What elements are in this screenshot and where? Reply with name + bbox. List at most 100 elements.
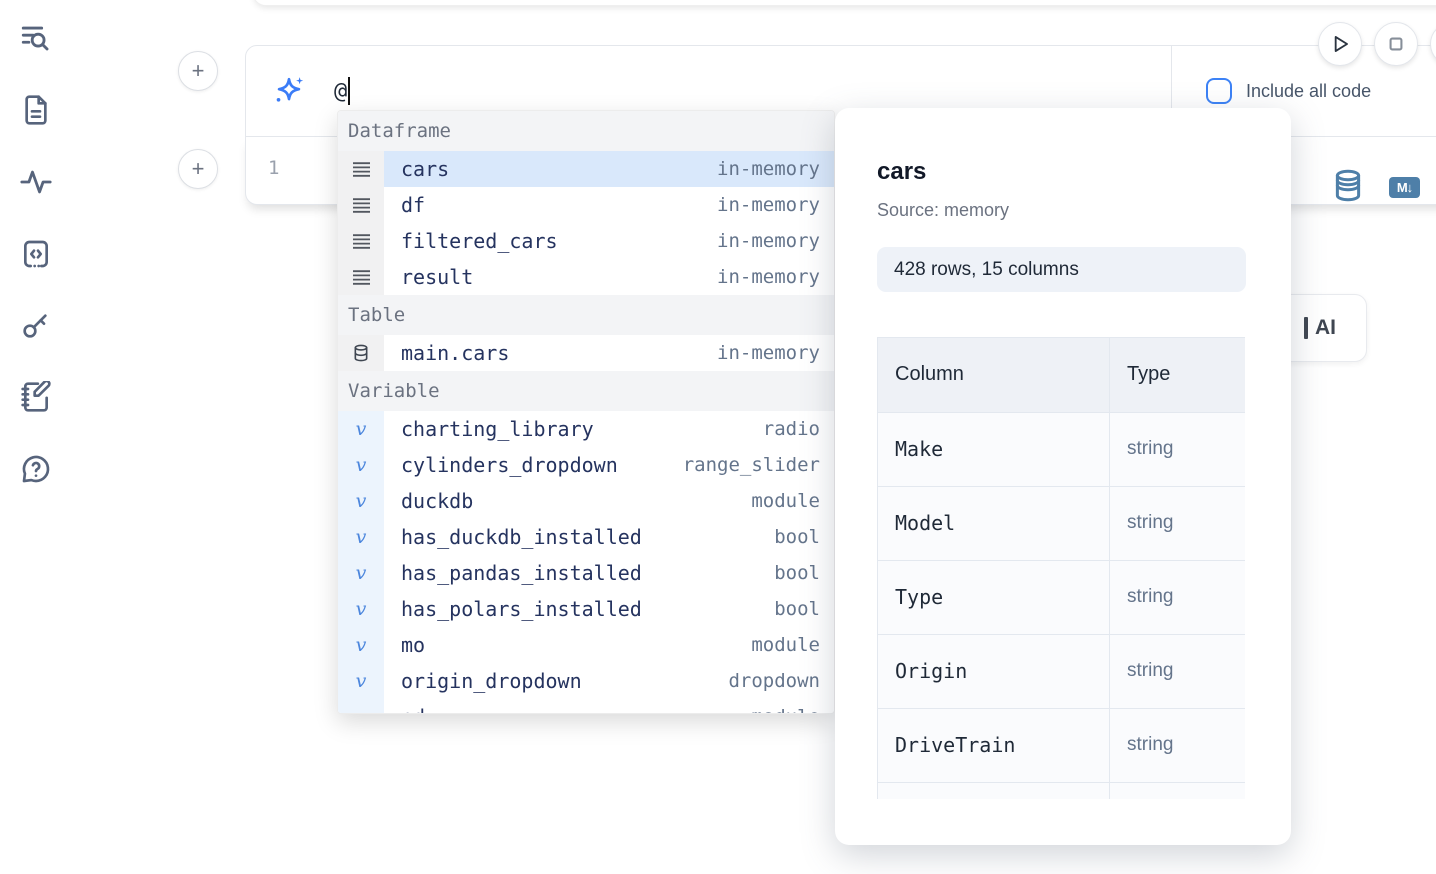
dataframe-icon [338, 259, 384, 295]
file-document-icon[interactable] [18, 92, 54, 128]
autocomplete-item-has_polars_installed[interactable]: v has_polars_installed bool [338, 591, 834, 627]
item-type: radio [751, 418, 820, 440]
item-name: filtered_cars [401, 229, 558, 253]
item-type: module [739, 634, 820, 656]
autocomplete-item-duckdb[interactable]: vduckdbmodule [338, 483, 834, 519]
autocomplete-item-cars[interactable]: cars in-memory [338, 151, 834, 187]
variable-icon: v [338, 555, 384, 591]
convert-to-sql-button[interactable] [1332, 168, 1364, 202]
column-name: Type [895, 585, 943, 609]
item-name: duckdb [401, 489, 473, 513]
variable-icon: v [338, 411, 384, 447]
run-cell-button[interactable] [1318, 22, 1362, 66]
item-type: in-memory [705, 194, 820, 216]
column-name: DriveTrain [895, 733, 1015, 757]
item-type: in-memory [705, 158, 820, 180]
autocomplete-item-result[interactable]: resultin-memory [338, 259, 834, 295]
item-type: in-memory [705, 342, 820, 364]
column-name: Model [895, 511, 955, 535]
type-header: Type [1110, 338, 1246, 412]
variable-icon: v [338, 591, 384, 627]
text-caret [348, 77, 350, 105]
autocomplete-item-has_pandas_installed[interactable]: v has_pandas_installed bool [338, 555, 834, 591]
dataframe-preview-panel: cars Source: memory 428 rows, 15 columns… [835, 108, 1291, 845]
autocomplete-item-has_duckdb_installed[interactable]: vhas_duckdb_installedbool [338, 519, 834, 555]
preview-title: cars [877, 158, 1246, 186]
item-type: in-memory [705, 230, 820, 252]
item-name: cars [401, 157, 449, 181]
column-name: Make [895, 437, 943, 461]
column-type: string [1127, 586, 1173, 607]
schema-row-Type: Type string [878, 560, 1246, 634]
schema-row-Model: Modelstring [878, 486, 1246, 560]
item-name: df [401, 193, 425, 217]
schema-row-DriveTrain: DriveTrain string [878, 708, 1246, 782]
item-name: main.cars [401, 341, 509, 365]
variable-icon: v [338, 447, 384, 483]
occluded-letter [1304, 317, 1308, 339]
autocomplete-item-origin_dropdown[interactable]: vorigin_dropdowndropdown [338, 663, 834, 699]
dataframe-icon [338, 151, 384, 187]
help-chat-icon[interactable] [18, 451, 54, 487]
preview-source: Source: memory [877, 200, 1246, 221]
markdown-icon: M↓ [1397, 180, 1412, 195]
schema-row-Make: Make string [878, 412, 1246, 486]
column-type: string [1127, 734, 1173, 755]
play-icon [1327, 31, 1353, 57]
convert-to-markdown-button[interactable]: M↓ [1389, 177, 1420, 198]
ai-prompt-input[interactable]: @ [334, 74, 634, 108]
variable-icon: v [338, 699, 384, 714]
previous-cell-bottom [252, 0, 1436, 6]
variable-icon: v [338, 519, 384, 555]
column-type: string [1127, 660, 1173, 681]
include-all-code-checkbox[interactable] [1206, 78, 1232, 104]
item-name: charting_library [401, 417, 594, 441]
section-header-dataframe: Dataframe [338, 111, 834, 151]
item-name: has_duckdb_installed [401, 525, 642, 549]
include-all-code-label: Include all code [1246, 81, 1371, 102]
autocomplete-item-mo[interactable]: vmomodule [338, 627, 834, 663]
database-icon [338, 335, 384, 371]
item-type: dropdown [716, 670, 820, 692]
autocomplete-dropdown: Dataframecarsin-memorydfin-memoryfiltere… [337, 110, 835, 714]
item-name: mo [401, 633, 425, 657]
schema-row-partial [878, 782, 1246, 799]
column-name: Origin [895, 659, 967, 683]
column-type: string [1127, 438, 1173, 459]
item-type: range_slider [671, 454, 820, 476]
code-cell-icon[interactable] [18, 236, 54, 272]
column-header: Column [878, 338, 1110, 412]
section-header-table: Table [338, 295, 834, 335]
dataframe-icon [338, 187, 384, 223]
left-sidebar [0, 0, 70, 874]
item-name: has_polars_installed [401, 597, 642, 621]
ai-card-label: AI [1315, 316, 1336, 340]
add-cell-above-button[interactable]: + [178, 51, 218, 91]
schema-table: Column Type MakestringModelstringTypestr… [877, 337, 1245, 799]
item-type: module [739, 706, 820, 714]
autocomplete-item-pd[interactable]: v pd module [338, 699, 834, 714]
item-name: pd [401, 705, 425, 714]
add-cell-below-button[interactable]: + [178, 149, 218, 189]
notebook-pen-icon[interactable] [18, 379, 54, 415]
autocomplete-item-filtered_cars[interactable]: filtered_cars in-memory [338, 223, 834, 259]
item-name: result [401, 265, 473, 289]
item-type: bool [762, 562, 820, 584]
variable-icon: v [338, 483, 384, 519]
sparkles-icon [272, 75, 306, 109]
dataframe-icon [338, 223, 384, 259]
section-header-variable: Variable [338, 371, 834, 411]
activity-icon[interactable] [18, 164, 54, 200]
item-name: has_pandas_installed [401, 561, 642, 585]
autocomplete-item-df[interactable]: df in-memory [338, 187, 834, 223]
stop-cell-button[interactable] [1374, 22, 1418, 66]
autocomplete-item-charting_library[interactable]: v charting_library radio [338, 411, 834, 447]
autocomplete-item-cylinders_dropdown[interactable]: vcylinders_dropdownrange_slider [338, 447, 834, 483]
variable-icon: v [338, 663, 384, 699]
autocomplete-item-main.cars[interactable]: main.cars in-memory [338, 335, 834, 371]
list-search-icon[interactable] [18, 20, 54, 56]
key-icon[interactable] [18, 307, 54, 343]
prompt-text: @ [334, 79, 347, 104]
item-type: bool [762, 598, 820, 620]
stop-icon [1383, 31, 1409, 57]
